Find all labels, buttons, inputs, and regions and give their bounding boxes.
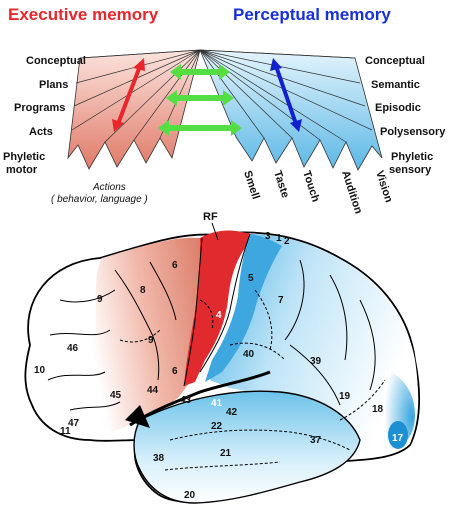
area-1: 1 bbox=[276, 233, 282, 244]
area-47: 47 bbox=[68, 418, 80, 429]
perc-level-sensory: sensory bbox=[389, 164, 432, 176]
exec-level-acts: Acts bbox=[29, 126, 53, 138]
modality-taste: Taste bbox=[271, 169, 291, 199]
perc-level-episodic: Episodic bbox=[375, 102, 421, 114]
area-6-upper: 6 bbox=[172, 260, 178, 271]
area-46: 46 bbox=[67, 343, 79, 354]
exec-level-conceptual: Conceptual bbox=[26, 55, 86, 67]
exec-level-programs: Programs bbox=[14, 102, 65, 114]
perc-level-semantic: Semantic bbox=[371, 79, 420, 91]
area-21: 21 bbox=[220, 448, 232, 459]
modality-smell: Smell bbox=[241, 169, 261, 201]
modality-audition: Audition bbox=[339, 169, 364, 215]
link-arrow-top bbox=[170, 64, 230, 80]
area-10: 10 bbox=[34, 365, 46, 376]
area-7: 7 bbox=[278, 295, 284, 306]
area-42: 42 bbox=[226, 407, 238, 418]
link-arrow-middle bbox=[166, 90, 234, 106]
area-17: 17 bbox=[392, 433, 404, 444]
perceptual-memory-title: Perceptual memory bbox=[233, 5, 391, 24]
exec-level-plans: Plans bbox=[39, 79, 68, 91]
area-19: 19 bbox=[339, 391, 351, 402]
area-4: 4 bbox=[216, 310, 222, 321]
area-18: 18 bbox=[372, 404, 384, 415]
perc-level-conceptual: Conceptual bbox=[365, 55, 425, 67]
area-22: 22 bbox=[211, 421, 223, 432]
area-11: 11 bbox=[60, 426, 71, 437]
brain-lateral-view bbox=[24, 230, 421, 504]
area-8: 8 bbox=[140, 285, 146, 296]
perc-level-phyletic: Phyletic bbox=[391, 151, 433, 163]
perc-level-polysensory: Polysensory bbox=[380, 126, 446, 138]
area-40: 40 bbox=[243, 349, 255, 360]
modality-touch: Touch bbox=[300, 169, 321, 204]
area-9-lower: 9 bbox=[148, 335, 154, 346]
link-arrow-bottom bbox=[158, 120, 242, 136]
area-41: 41 bbox=[211, 398, 223, 409]
actions-caption: Actions bbox=[92, 182, 126, 193]
rf-pointer bbox=[211, 222, 219, 241]
area-20: 20 bbox=[184, 490, 196, 501]
area-5: 5 bbox=[248, 273, 254, 284]
exec-level-phyletic: Phyletic bbox=[3, 151, 45, 163]
area-3: 3 bbox=[265, 231, 271, 242]
area-43: 43 bbox=[180, 395, 192, 406]
label-rf: RF bbox=[203, 211, 218, 223]
area-45: 45 bbox=[110, 390, 122, 401]
area-44: 44 bbox=[147, 385, 159, 396]
area-2: 2 bbox=[284, 236, 290, 247]
area-38: 38 bbox=[153, 453, 165, 464]
area-9-upper: 9 bbox=[97, 294, 103, 305]
area-37: 37 bbox=[310, 435, 322, 446]
executive-memory-title: Executive memory bbox=[8, 5, 159, 24]
executive-vertical-arrow bbox=[112, 58, 145, 132]
perceptual-vertical-arrow bbox=[270, 58, 302, 132]
exec-level-motor: motor bbox=[6, 164, 38, 176]
actions-caption-detail: ( behavior, language ) bbox=[51, 194, 148, 205]
motor-cortex-area-4 bbox=[184, 230, 250, 386]
area-39: 39 bbox=[310, 356, 322, 367]
area-6-lower: 6 bbox=[172, 366, 178, 377]
